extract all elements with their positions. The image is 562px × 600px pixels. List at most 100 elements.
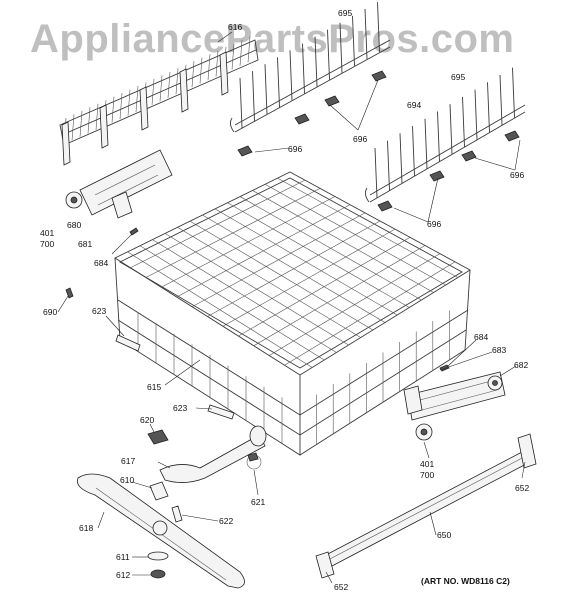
wire-line: [159, 75, 163, 102]
wire-line: [130, 179, 306, 269]
callout-681: 681: [78, 239, 92, 249]
wire-line: [111, 96, 115, 123]
wire-line: [339, 22, 343, 73]
tine-row-616: [59, 36, 259, 166]
callout-682: 682: [514, 360, 528, 370]
wire-line: [175, 68, 179, 95]
supply-tube-617: [159, 425, 267, 483]
callout-652-top: 652: [515, 483, 529, 493]
screw-684-right: [439, 364, 450, 372]
wire-line: [207, 54, 211, 81]
wire-line: [277, 57, 280, 108]
clip-690: [65, 287, 74, 299]
wire-line: [284, 261, 456, 366]
nozzle-622: [171, 505, 183, 523]
wire-line: [161, 196, 336, 288]
wire-line: [399, 133, 403, 184]
wire-line: [474, 89, 478, 140]
end-cap-652-bottom: [315, 551, 335, 579]
wire-line: [437, 111, 440, 162]
wire-line: [264, 64, 268, 115]
wire-line: [364, 8, 368, 60]
wire-line: [424, 118, 428, 169]
wire-line: [79, 110, 83, 137]
manifold-610: [149, 481, 169, 501]
wire-line: [289, 50, 293, 101]
callout-696-c: 696: [510, 170, 524, 180]
clip-623-left: [115, 334, 141, 352]
wire-line: [239, 39, 243, 66]
callout-696-b: 696: [288, 144, 302, 154]
callout-694: 694: [407, 100, 421, 110]
watermark-text: AppliancePartsPros.com: [30, 17, 515, 61]
clip-621: [246, 452, 262, 470]
bracket-683: [403, 385, 423, 415]
tine-rack-694-695: [364, 67, 526, 203]
wire-line: [327, 29, 330, 80]
callout-690: 690: [43, 307, 57, 317]
wire-line: [314, 36, 318, 87]
wire-line: [449, 104, 453, 155]
callout-622: 622: [219, 516, 233, 526]
callout-623-center: 623: [173, 403, 187, 413]
roller-401-700-right: [415, 423, 433, 441]
clip-696-group-b: [377, 130, 520, 212]
callout-683: 683: [492, 345, 506, 355]
callout-611: 611: [116, 552, 130, 562]
wire-line: [191, 61, 195, 88]
tine-rack-695-top: [229, 2, 391, 133]
wire-line: [151, 78, 155, 105]
callout-695-right: 695: [451, 72, 465, 82]
wire-line: [199, 57, 203, 84]
wire-line: [462, 96, 465, 147]
callout-696-a: 696: [353, 134, 367, 144]
callout-700-left: 700: [40, 239, 54, 249]
bracket-681: [111, 191, 133, 219]
wire-line: [352, 15, 355, 66]
wire-line: [222, 228, 396, 327]
callout-700-right: 700: [420, 470, 434, 480]
screw-684-left: [129, 227, 139, 236]
clip-696-group-a: [237, 70, 387, 157]
wire-line: [512, 67, 515, 118]
wire-line: [167, 71, 171, 98]
wire-line: [215, 50, 219, 77]
washer-611: [147, 551, 169, 561]
nut-612: [150, 569, 166, 579]
callout-684-left: 684: [94, 258, 108, 268]
cap-620: [147, 429, 169, 445]
callout-680: 680: [67, 220, 81, 230]
art-number: (ART NO. WD8116 C2): [421, 576, 510, 586]
callout-401-left: 401: [40, 228, 54, 238]
callout-652-bottom: 652: [334, 582, 348, 592]
wire-line: [499, 74, 503, 126]
callout-684-right: 684: [474, 332, 488, 342]
callout-650: 650: [437, 530, 451, 540]
wire-line: [119, 93, 123, 120]
wire-line: [95, 103, 99, 130]
clip-623-center: [207, 404, 235, 420]
callout-623-left: 623: [92, 306, 106, 316]
wire-line: [71, 114, 75, 141]
callout-612: 612: [116, 570, 130, 580]
wire-line: [302, 43, 305, 94]
wire-line: [176, 204, 351, 298]
callout-401-right: 401: [420, 459, 434, 469]
wire-line: [412, 126, 415, 177]
spray-arm-618: [76, 473, 245, 589]
wire-line: [253, 245, 426, 347]
wire-line: [191, 212, 366, 308]
wire-line: [374, 147, 378, 199]
callout-617: 617: [121, 456, 135, 466]
upper-rack-615: [114, 171, 471, 456]
wire-line: [252, 71, 255, 122]
wire-line: [207, 220, 381, 317]
wire-line: [127, 89, 131, 116]
wire-line: [247, 36, 251, 63]
callout-616: 616: [228, 22, 242, 32]
wire-line: [239, 77, 243, 129]
wire-line: [269, 253, 441, 356]
end-cap-652-top: [517, 433, 537, 469]
wire-line: [87, 107, 91, 134]
